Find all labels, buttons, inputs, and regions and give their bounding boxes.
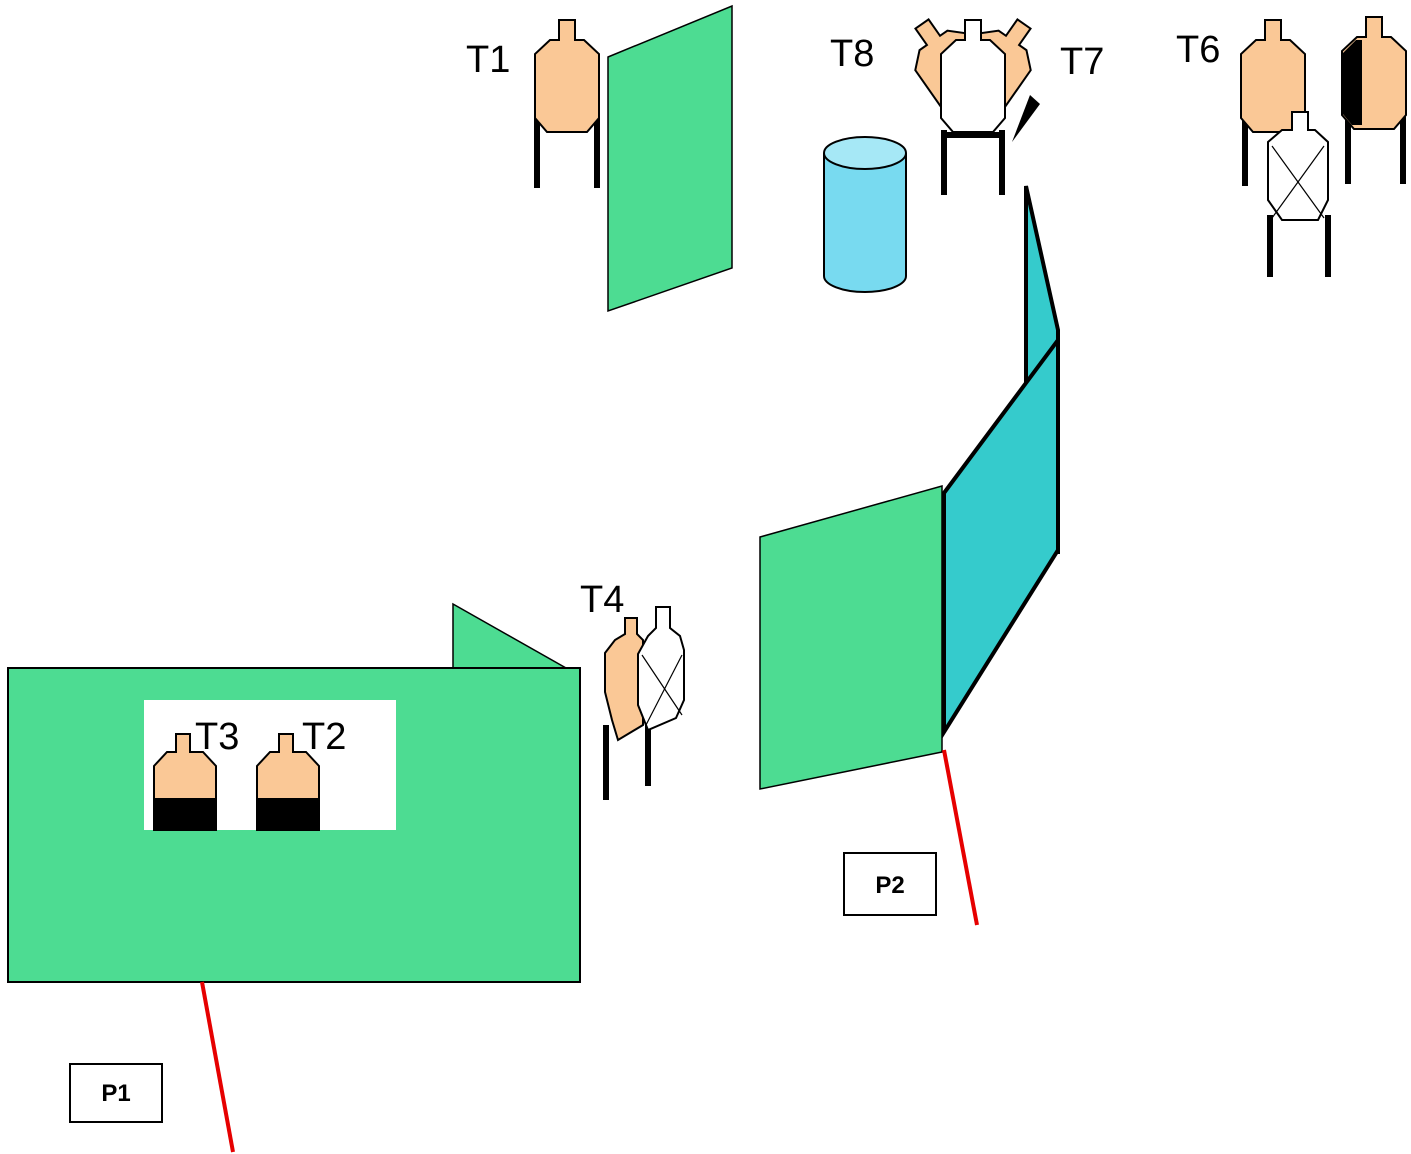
position-p1: P1 (69, 1063, 163, 1123)
wall-t1 (607, 4, 733, 313)
label-t7: T7 (1060, 41, 1104, 83)
fault-line-p1 (200, 981, 235, 1153)
label-t4: T4 (580, 579, 624, 621)
target-t2 (256, 733, 320, 831)
wall-wing (452, 602, 569, 669)
position-p1-label: P1 (101, 1080, 130, 1107)
position-p2-label: P2 (875, 872, 904, 899)
target-group-t7-t8 (894, 4, 1052, 195)
target-t3 (153, 733, 217, 831)
label-t6: T6 (1176, 29, 1220, 71)
target-group-t4 (603, 606, 685, 800)
position-p2: P2 (843, 852, 937, 916)
no-shoot-t4 (637, 606, 685, 732)
target-group-t6 (1240, 16, 1407, 277)
fault-line-p2 (942, 749, 979, 926)
target-t7 (932, 4, 1052, 142)
no-shoot-t6 (1267, 111, 1329, 221)
label-t8: T8 (830, 33, 874, 75)
target-t1 (534, 19, 600, 188)
wall-p2 (759, 485, 943, 790)
wall-teal-lower (942, 333, 1060, 739)
label-t2: T2 (302, 716, 346, 758)
target-t6-right (1341, 16, 1407, 130)
target-t4 (604, 617, 644, 742)
label-t3: T3 (195, 716, 239, 758)
label-t1: T1 (466, 39, 510, 81)
barrel-icon (823, 136, 907, 293)
